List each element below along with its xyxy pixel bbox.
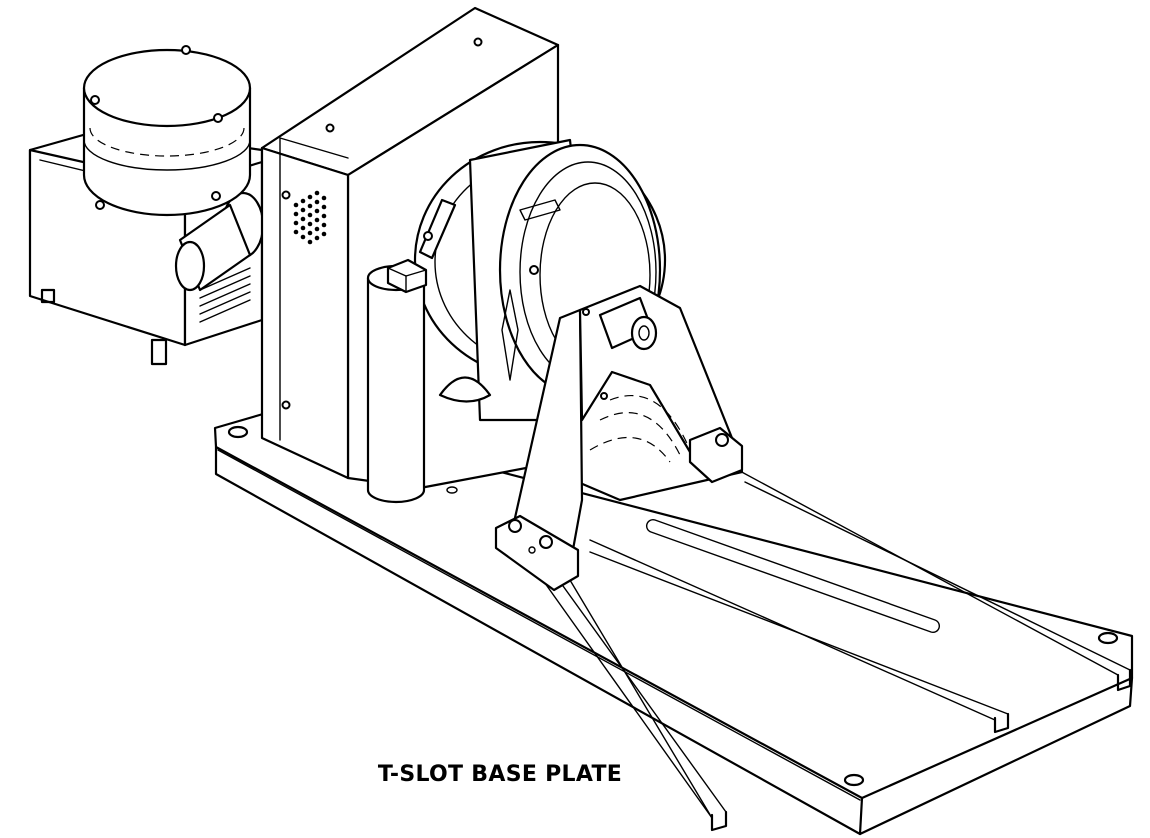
bolt-icon xyxy=(508,519,522,533)
duct-elbow xyxy=(174,191,265,292)
chuck-slot xyxy=(501,289,519,381)
screw-icon xyxy=(213,113,223,123)
screw-icon xyxy=(600,392,608,400)
t-slot xyxy=(589,539,1010,734)
vent-grille xyxy=(199,267,251,323)
screw-icon xyxy=(211,191,221,201)
screw-icon xyxy=(529,265,539,275)
screw-icon xyxy=(582,308,590,316)
bolt-icon xyxy=(715,433,729,447)
perforated-vent xyxy=(293,190,327,245)
screw-icon xyxy=(423,231,433,241)
screw-icon xyxy=(95,200,105,210)
slot-groove xyxy=(645,518,941,634)
screw-icon xyxy=(281,400,291,410)
mounting-hole xyxy=(1097,631,1119,645)
t-slot xyxy=(737,469,1132,692)
filter-drum xyxy=(82,45,252,217)
screw-icon xyxy=(325,123,335,133)
foot xyxy=(150,338,168,366)
screw-icon xyxy=(281,190,291,200)
foot xyxy=(40,288,56,304)
mounting-hole xyxy=(227,425,249,439)
lever xyxy=(418,198,457,260)
base-plate-label: T-SLOT BASE PLATE xyxy=(377,762,623,787)
mounting-hole xyxy=(843,773,865,787)
vertical-cylinder xyxy=(366,258,428,504)
t-slot xyxy=(519,542,728,832)
t-slot-base-plate xyxy=(213,410,1134,836)
tailstock-support xyxy=(494,284,744,592)
screw-icon xyxy=(473,37,483,47)
bolt-icon xyxy=(539,535,553,549)
chuck-slot xyxy=(519,199,561,221)
screw-icon xyxy=(181,45,191,55)
mounting-hole xyxy=(446,486,458,494)
hole-icon xyxy=(528,546,536,554)
screw-icon xyxy=(90,95,100,105)
